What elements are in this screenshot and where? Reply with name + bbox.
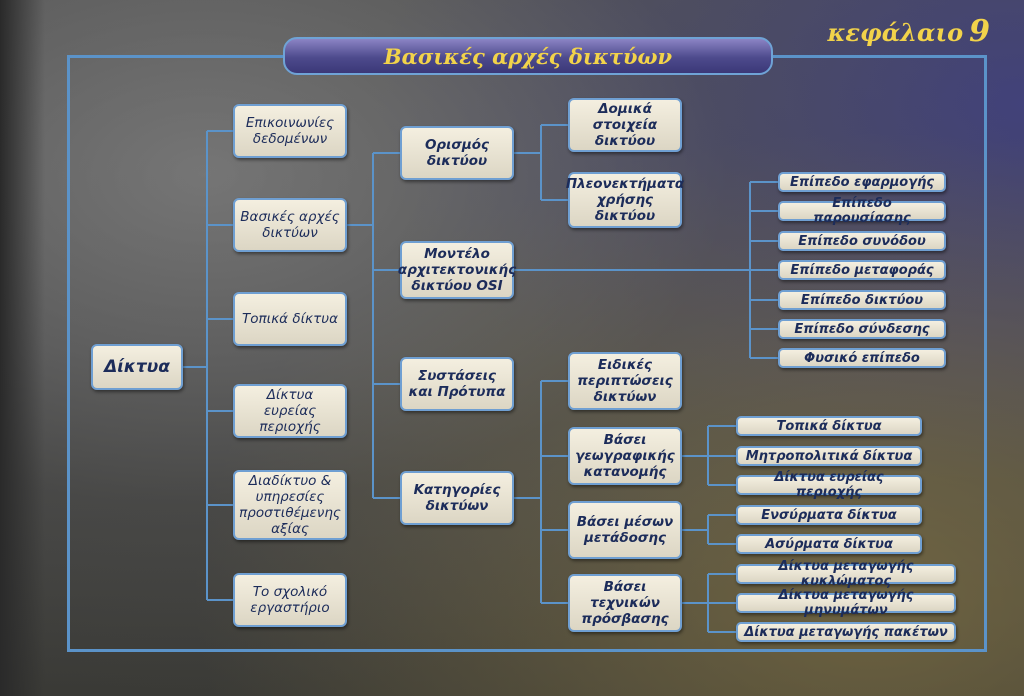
osi-layer-physical: Φυσικό επίπεδο: [778, 348, 946, 368]
osi-layer-transport: Επίπεδο μεταφοράς: [778, 260, 946, 280]
node-transmission-media: Βάσει μέσων μετάδοσης: [568, 501, 682, 559]
node-network-categories: Κατηγορίες δικτύων: [400, 471, 514, 525]
media-wired-networks: Ενσύρματα δίκτυα: [736, 505, 922, 525]
page-edge-shadow: [0, 0, 45, 696]
osi-layer-data-link: Επίπεδο σύνδεσης: [778, 319, 946, 339]
node-data-communications: Επικοινωνίες δεδομένων: [233, 104, 347, 158]
geo-local-networks: Τοπικά δίκτυα: [736, 416, 922, 436]
node-osi-model: Μοντέλο αρχιτεκτονικής δικτύου OSI: [398, 241, 516, 299]
node-network-advantages: Πλεονεκτήματα χρήσης δικτύου: [566, 172, 684, 228]
osi-layer-network: Επίπεδο δικτύου: [778, 290, 946, 310]
node-access-techniques: Βάσει τεχνικών πρόσβασης: [568, 574, 682, 632]
page-title: Βασικές αρχές δικτύων: [383, 43, 673, 69]
node-internet-services: Διαδίκτυο & υπηρεσίες προστιθέμενης αξία…: [233, 470, 347, 540]
access-packet-switching: Δίκτυα μεταγωγής πακέτων: [736, 622, 956, 642]
node-network-definition: Ορισμός δικτύου: [400, 126, 514, 180]
node-network-principles: Βασικές αρχές δικτύων: [233, 198, 347, 252]
node-local-networks: Τοπικά δίκτυα: [233, 292, 347, 346]
media-wireless-networks: Ασύρματα δίκτυα: [736, 534, 922, 554]
osi-layer-session: Επίπεδο συνόδου: [778, 231, 946, 251]
access-message-switching: Δίκτυα μεταγωγής μηνυμάτων: [736, 588, 956, 618]
node-wide-area-networks: Δίκτυα ευρείας περιοχής: [233, 384, 347, 438]
node-geographic-distribution: Βάσει γεωγραφικής κατανομής: [568, 427, 682, 485]
chapter-number: 9: [969, 14, 990, 49]
node-network-components: Δομικά στοιχεία δικτύου: [568, 98, 682, 152]
geo-metropolitan-networks: Μητροπολιτικά δίκτυα: [736, 446, 922, 466]
geo-wide-area-networks: Δίκτυα ευρείας περιοχής: [736, 470, 922, 500]
node-school-lab: Το σχολικό εργαστήριο: [233, 573, 347, 627]
chapter-word: κεφάλαιο: [827, 18, 964, 47]
root-node: Δίκτυα: [91, 344, 183, 390]
osi-layer-application: Επίπεδο εφαρμογής: [778, 172, 946, 192]
title-banner: Βασικές αρχές δικτύων: [283, 37, 773, 75]
node-special-cases: Ειδικές περιπτώσεις δικτύων: [568, 352, 682, 410]
osi-layer-presentation: Επίπεδο παρουσίασης: [778, 196, 946, 226]
node-standards: Συστάσεις και Πρότυπα: [400, 357, 514, 411]
access-circuit-switching: Δίκτυα μεταγωγής κυκλώματος: [736, 559, 956, 589]
